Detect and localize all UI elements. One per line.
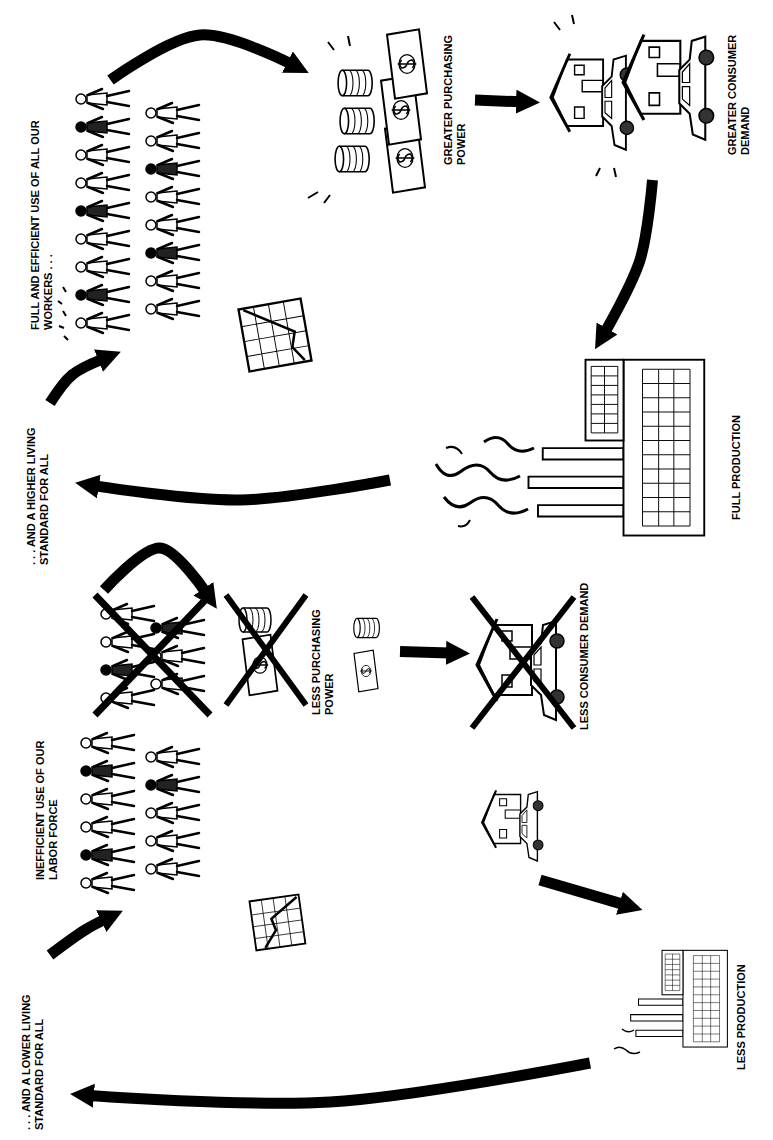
worker: [81, 873, 134, 893]
worker: [146, 747, 199, 767]
cross-out: [472, 597, 574, 728]
heavy-smoke: [436, 437, 534, 513]
cycle-arrow: [50, 359, 102, 403]
stage-caption: . . . AND A LOWER LIVING STANDARD FOR AL…: [20, 960, 46, 1130]
worker: [146, 103, 199, 123]
house-and-car: [623, 35, 713, 140]
coins: [338, 70, 372, 96]
worker: [146, 215, 199, 235]
worker: [146, 803, 199, 823]
confetti: [58, 287, 68, 340]
coins: [340, 108, 374, 134]
stage-caption: FULL PRODUCTION: [730, 370, 743, 520]
cycle-arrow: [104, 548, 206, 592]
cycle-arrow: [400, 652, 450, 653]
chart-line: [259, 897, 303, 948]
coins: [354, 618, 380, 637]
less-money: [226, 595, 379, 705]
sparkle: [308, 36, 350, 203]
stage-caption: GREATER CONSUMER DEMAND: [726, 15, 752, 155]
cycle-stage: GREATER PURCHASING POWER: [310, 10, 475, 210]
factory: [631, 950, 728, 1047]
worker: [76, 173, 129, 193]
worker: [76, 285, 129, 305]
cycle-arrow: [90, 1063, 590, 1103]
cycle-stage: . . . AND A HIGHER LIVING STANDARD FOR A…: [25, 403, 75, 565]
house-and-car: [551, 54, 634, 150]
worker: [76, 257, 129, 277]
cycle-arrow: [475, 100, 520, 102]
small-factory: [614, 950, 727, 1053]
stage-caption: FULL AND EFFICIENT USE OF ALL OUR WORKER…: [29, 90, 55, 330]
worker: [76, 201, 129, 221]
factory: [529, 360, 705, 536]
cross-out: [226, 595, 306, 705]
idle-workers: [81, 733, 199, 893]
cycle-stage: INEFFICIENT USE OF OUR LABOR FORCE: [30, 590, 215, 910]
stage-caption: GREATER PURCHASING POWER: [442, 15, 468, 165]
worker: [76, 313, 129, 333]
house-and-car: [482, 790, 543, 861]
cycle-stage: FULL AND EFFICIENT USE OF ALL OUR WORKER…: [25, 80, 215, 350]
worker: [146, 299, 199, 319]
marching-workers: [58, 89, 199, 340]
stage-caption: INEFFICIENT USE OF OUR LABOR FORCE: [34, 730, 60, 880]
stage-caption: LESS PRODUCTION: [735, 920, 748, 1070]
cycle-stage: . . . AND A LOWER LIVING STANDARD FOR AL…: [20, 955, 70, 1130]
worker: [146, 831, 199, 851]
worker: [76, 89, 129, 109]
cycle-arrow: [50, 919, 105, 955]
thin-smoke: [614, 1029, 640, 1054]
smoke-puff: [446, 447, 470, 527]
worker: [76, 145, 129, 165]
sparkle: [554, 15, 616, 177]
chart: [249, 894, 305, 950]
busy-factory: [436, 360, 704, 536]
cycle-stage: GREATER CONSUMER DEMAND: [540, 8, 765, 180]
banknote: [387, 29, 427, 98]
worker: [81, 733, 134, 753]
crossed-workers: [95, 595, 210, 715]
cycle-arrow: [540, 880, 623, 904]
cycle-stage: LESS PRODUCTION: [590, 910, 765, 1090]
worker: [146, 775, 199, 795]
more-demand: [551, 15, 714, 177]
worker: [81, 817, 134, 837]
cycle-arrow: [95, 480, 390, 500]
worker: [146, 859, 199, 879]
stage-caption: . . . AND A HIGHER LIVING STANDARD FOR A…: [25, 405, 51, 565]
cycle-stage: FULL PRODUCTION: [390, 350, 765, 550]
cross-out: [95, 595, 210, 715]
cycle-stage: LESS PURCHASING POWER: [220, 568, 400, 720]
cycle-arrow: [111, 35, 291, 80]
worker: [76, 117, 129, 137]
more-money: [308, 29, 427, 203]
rising-chart: [239, 299, 312, 372]
worker: [146, 187, 199, 207]
chart-line: [243, 301, 305, 369]
cycle-stage: LESS CONSUMER DEMAND: [470, 578, 610, 880]
worker: [146, 271, 199, 291]
cycle-arrow: [605, 180, 653, 332]
worker: [81, 761, 134, 781]
worker: [81, 789, 134, 809]
worker: [146, 243, 199, 263]
stage-caption: LESS CONSUMER DEMAND: [578, 580, 591, 730]
worker: [146, 131, 199, 151]
banknote: [354, 650, 378, 692]
chart: [239, 299, 312, 372]
worker: [146, 159, 199, 179]
stage-caption: LESS PURCHASING POWER: [310, 570, 336, 715]
falling-chart: [249, 894, 305, 950]
worker: [76, 229, 129, 249]
coins: [335, 146, 369, 172]
less-demand: [472, 597, 574, 861]
worker: [81, 845, 134, 865]
